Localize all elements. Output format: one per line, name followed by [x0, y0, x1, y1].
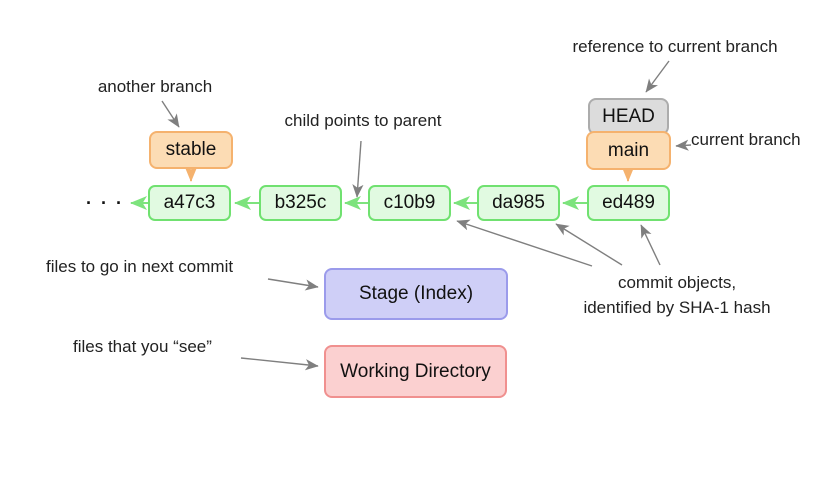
arrow-current-branch-to-main: [675, 139, 692, 151]
annotation-commit-objects-line2: identified by SHA-1 hash: [583, 298, 771, 317]
annotation-commit-objects-line1: commit objects,: [617, 273, 737, 292]
history-ellipsis: · · ·: [86, 192, 124, 213]
working-directory-box: Working Directory: [324, 345, 507, 398]
annotation-commit-objects: commit objects, identified by SHA-1 hash: [563, 270, 791, 320]
arrow-files-you-see-to-working: [240, 357, 319, 371]
branch-node-main: main: [586, 131, 671, 170]
annotation-another-branch: another branch: [97, 77, 213, 96]
arrow-reference-to-head: [645, 60, 670, 93]
annotation-files-to-go-in-next-commit: files to go in next commit: [46, 257, 234, 276]
annotation-reference-to-current-branch: reference to current branch: [572, 37, 778, 56]
arrow-commit-objects-to-ed489: [640, 224, 661, 266]
head-node: HEAD: [588, 98, 669, 135]
arrow-files-next-commit-to-stage: [267, 278, 319, 291]
arrow-child-points-to-parent: [352, 140, 364, 198]
commit-node-b325c: b325c: [259, 185, 342, 221]
stage-index-box: Stage (Index): [324, 268, 508, 320]
branch-node-stable: stable: [149, 131, 233, 169]
arrow-commit-objects-to-c10b9: [456, 219, 593, 267]
commit-node-da985: da985: [477, 185, 560, 221]
commit-node-c10b9: c10b9: [368, 185, 451, 221]
annotation-files-that-you-see: files that you “see”: [73, 337, 212, 356]
commit-node-ed489: ed489: [587, 185, 670, 221]
annotation-current-branch: current branch: [691, 130, 801, 149]
arrow-commit-objects-to-da985: [555, 223, 623, 266]
annotation-child-points-to-parent: child points to parent: [284, 111, 442, 130]
arrow-another-branch-to-stable: [161, 100, 180, 128]
commit-node-a47c3: a47c3: [148, 185, 231, 221]
